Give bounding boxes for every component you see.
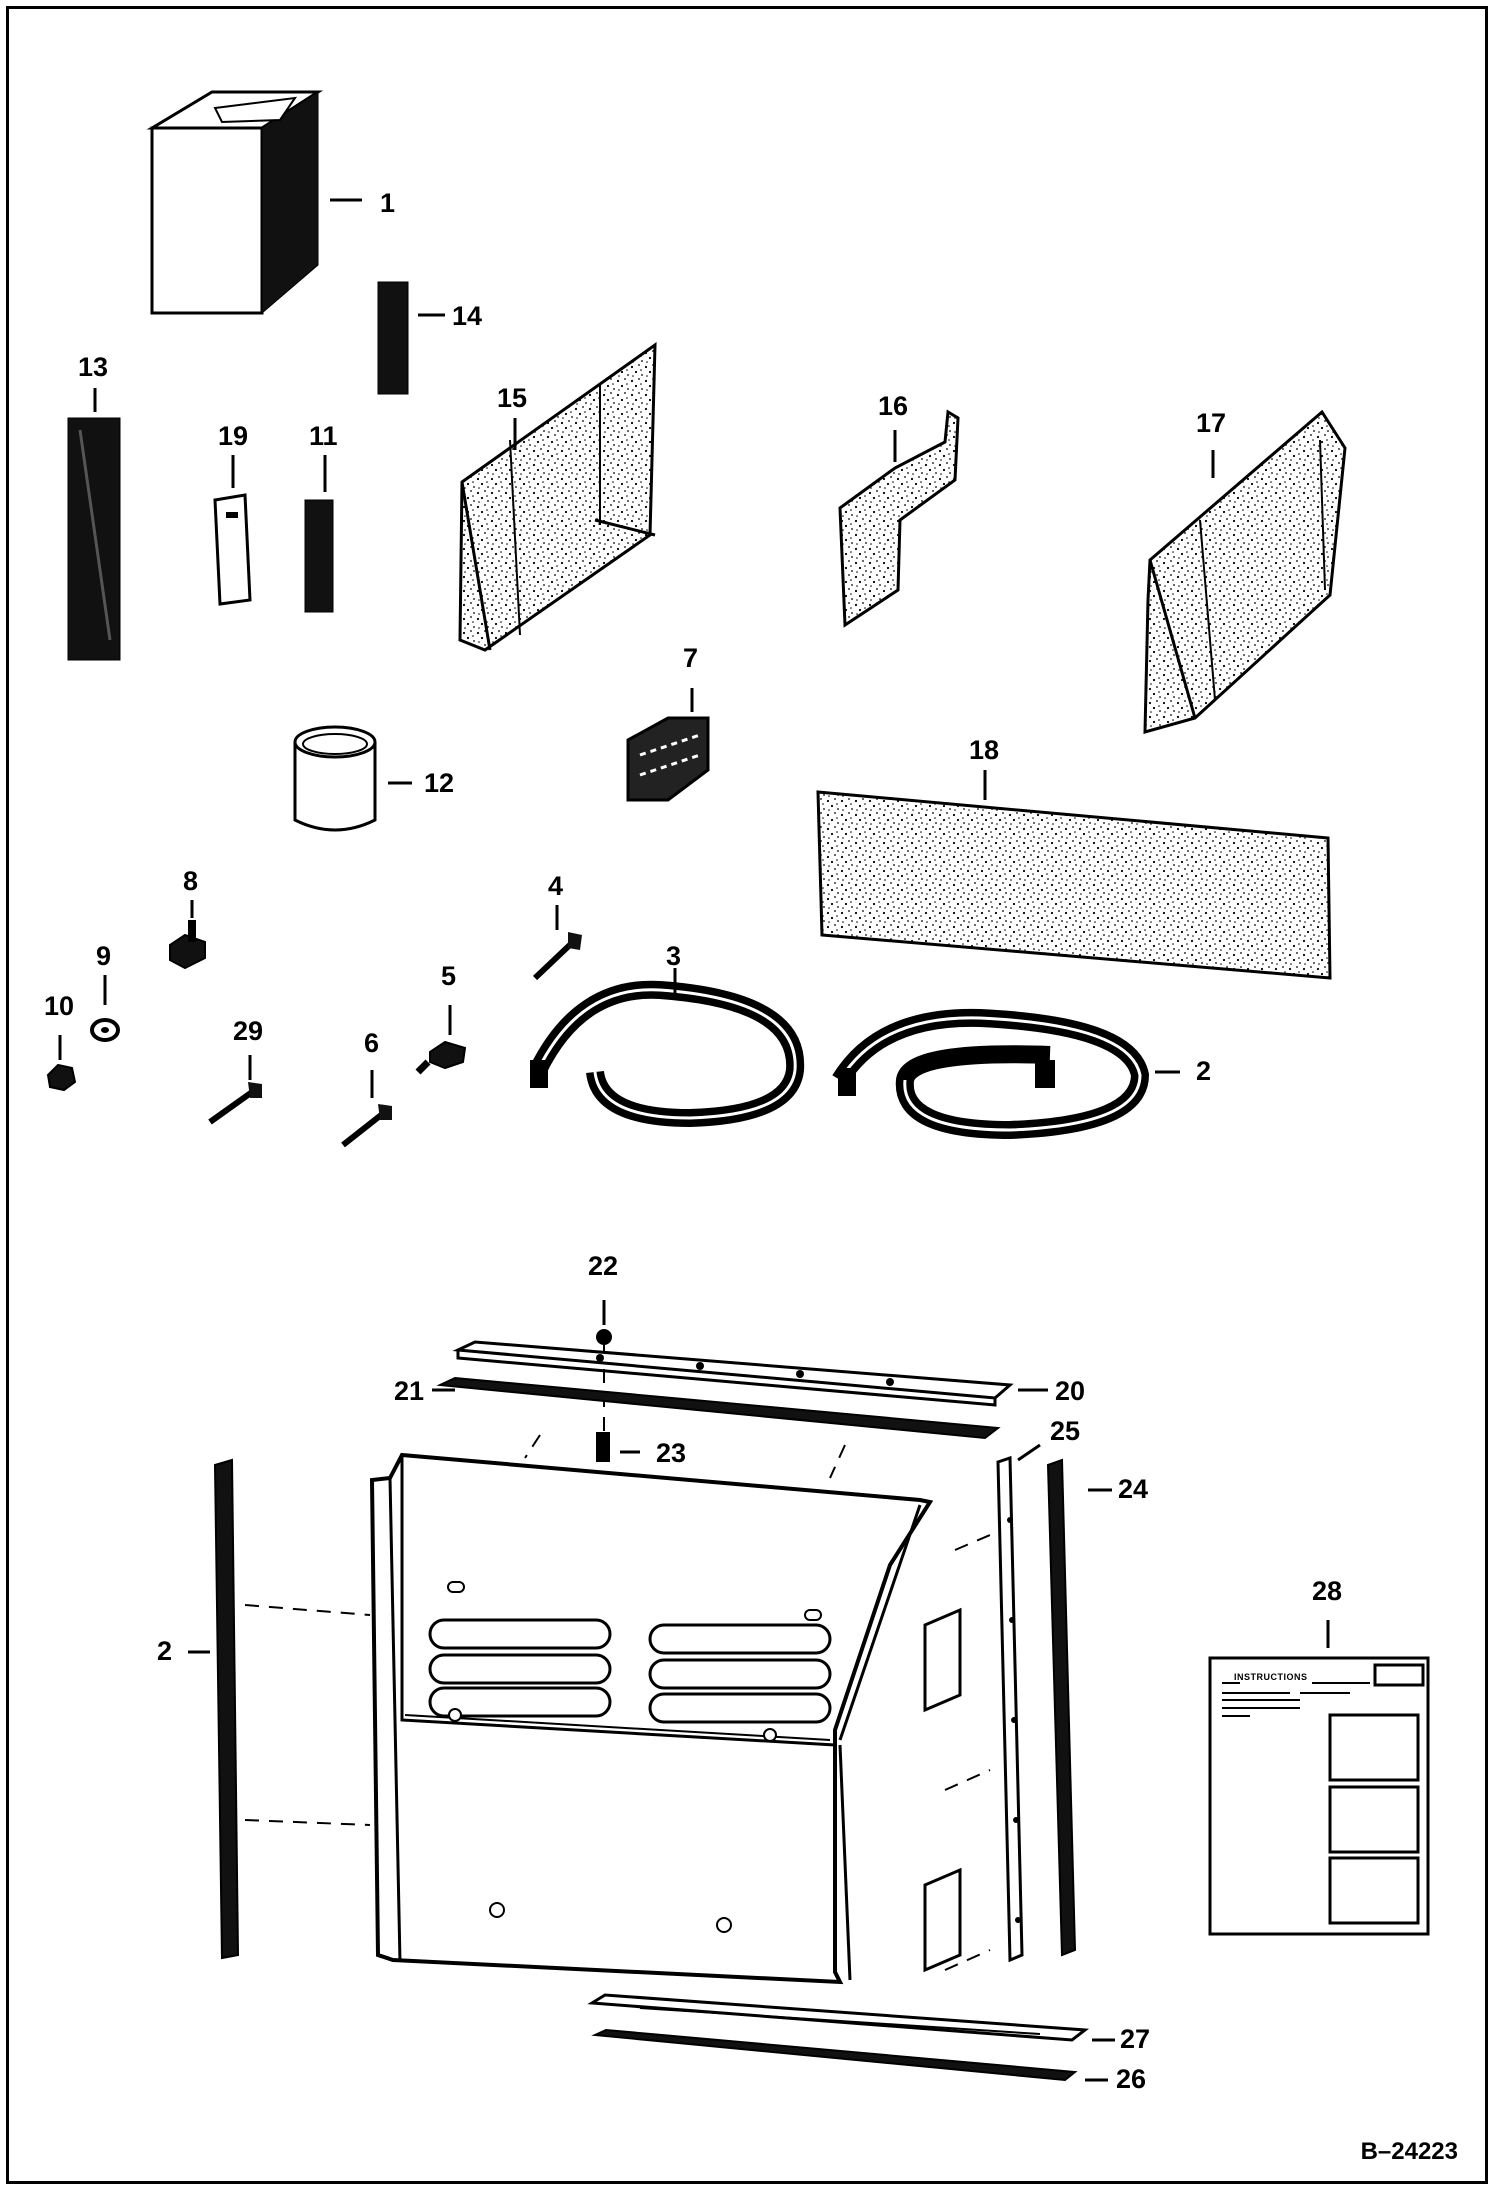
seal-strip-21-part <box>432 1376 1001 1440</box>
callout-28: 28 <box>1312 1576 1343 1606</box>
callout-25: 25 <box>1050 1416 1081 1446</box>
callout-20: 20 <box>1055 1376 1086 1406</box>
bolt-8-part <box>169 900 206 970</box>
seal-strip-13-part <box>67 388 121 661</box>
insulation-16-part <box>838 409 960 628</box>
callout-7: 7 <box>683 643 699 673</box>
figure-id: B–24223 <box>1360 2138 1458 2165</box>
instruction-sheet-28-part <box>1208 1620 1430 1936</box>
instruction-sheet-title: INSTRUCTIONS <box>1234 1672 1308 1682</box>
side-rail-25-part <box>996 1443 1041 1963</box>
callout-24: 24 <box>1118 1474 1149 1504</box>
callout-22: 22 <box>588 1251 619 1281</box>
callout-27: 27 <box>1120 2024 1151 2054</box>
washer-9-part <box>90 975 120 1042</box>
callout-8: 8 <box>183 866 199 896</box>
callout-15: 15 <box>497 383 528 413</box>
seal-coil-2-part <box>832 1008 1180 1140</box>
insulation-15-part <box>458 342 657 652</box>
callout-4: 4 <box>548 871 564 901</box>
insulation-sheet-18-part <box>816 770 1332 980</box>
callout-10: 10 <box>44 991 75 1021</box>
callout-5: 5 <box>441 961 457 991</box>
callout-1: 1 <box>380 188 396 218</box>
insulation-17-part <box>1143 409 1347 734</box>
screw-23-part <box>596 1432 640 1462</box>
rivet-4-part <box>532 905 582 981</box>
callout-16: 16 <box>878 391 909 421</box>
nut-10-part <box>46 1035 77 1092</box>
heater-unit-part <box>146 90 362 315</box>
callout-3: 3 <box>666 941 682 971</box>
heater-housing-part <box>369 1434 991 1985</box>
seal-strip-26-part <box>591 2028 1108 2082</box>
callout-12: 12 <box>424 768 455 798</box>
callout-29: 29 <box>233 1016 264 1046</box>
callout-19: 19 <box>218 421 249 451</box>
block-7-part <box>626 688 710 802</box>
callout-2-top: 2 <box>1196 1056 1212 1086</box>
callout-11: 11 <box>309 421 338 451</box>
rivet-29-part <box>208 1055 262 1125</box>
callout-17: 17 <box>1196 408 1227 438</box>
callout-26: 26 <box>1116 2064 1147 2094</box>
seal-strip-14-part <box>377 281 445 395</box>
callout-2-bottom: 2 <box>157 1636 173 1666</box>
callout-18: 18 <box>969 735 1000 765</box>
rivet-6-part <box>341 1070 392 1148</box>
cylinder-12-part <box>293 725 412 832</box>
callout-23: 23 <box>656 1438 687 1468</box>
callout-6: 6 <box>364 1028 380 1058</box>
screw-5-part <box>415 1005 467 1075</box>
top-rail-20-part <box>452 1340 1048 1407</box>
callout-9: 9 <box>96 941 112 971</box>
callout-21: 21 <box>394 1376 425 1406</box>
seal-strip-24-part <box>1046 1458 1112 1957</box>
fastener-22-part <box>596 1300 612 1440</box>
seal-strip-2-left-part <box>188 1458 371 1960</box>
callout-14: 14 <box>452 301 483 331</box>
seal-coil-3-part <box>529 968 805 1128</box>
callout-13: 13 <box>78 352 109 382</box>
plate-19-part <box>213 455 252 606</box>
bottom-rail-27-part <box>587 1993 1115 2042</box>
seal-strip-11-part <box>304 455 334 613</box>
